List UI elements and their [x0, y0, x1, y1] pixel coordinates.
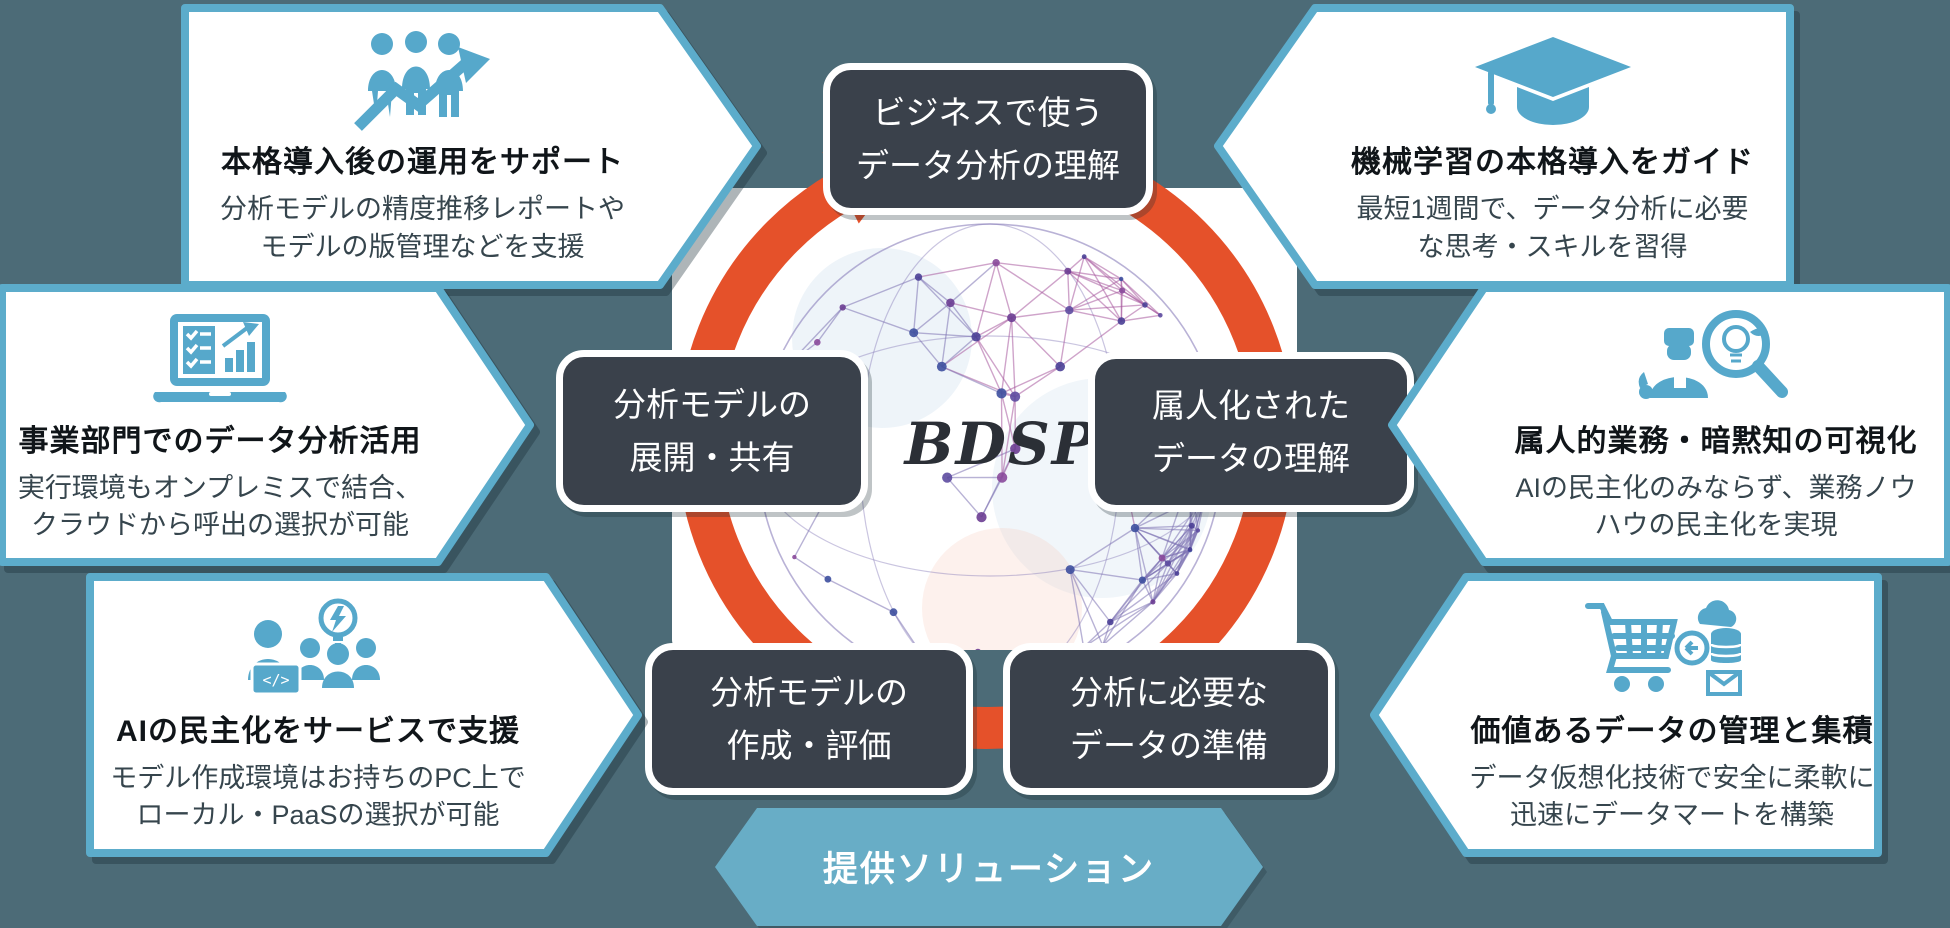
node-line: 属人化された	[1152, 386, 1350, 424]
callout-body: モデル作成環境はお持ちのPC上で ローカル・PaaSの選択が可能	[110, 762, 526, 830]
callout-shape	[1388, 284, 1950, 566]
callout-body: データ仮想化技術で安全に柔軟に 迅速にデータマートを構築	[1469, 762, 1875, 830]
callout-shape	[86, 573, 642, 857]
solutions-banner-label: 提供ソリューション	[822, 849, 1156, 889]
callout-ml-adoption-guide: 機械学習の本格導入をガイド 最短1週間で、データ分析に必要 な思考・スキルを習得	[1315, 8, 1790, 285]
callout-shape	[1370, 573, 1882, 857]
node-line: 分析モデルの	[710, 673, 908, 711]
svg-text:</>: </>	[262, 671, 289, 689]
node-line: データの理解	[1152, 440, 1350, 477]
callout-body: 分析モデルの精度推移レポートや モデルの版管理などを支援	[220, 194, 625, 262]
callout-title: 本格導入後の運用をサポート	[221, 146, 624, 180]
process-node-model-deployment: 分析モデルの 展開・共有	[556, 350, 868, 512]
node-line: 展開・共有	[629, 439, 795, 476]
callout-body: 実行環境もオンプレミスで結合、 クラウドから呼出の選択が可能	[17, 472, 423, 540]
process-node-data-preparation: 分析に必要な データの準備	[1003, 643, 1335, 795]
team-idea-icon: </>	[226, 596, 411, 700]
data-collection-icon	[1580, 596, 1765, 700]
callout-data-management-accumulation: 価値あるデータの管理と集積 データ仮想化技術で安全に柔軟に 迅速にデータマートを…	[1466, 577, 1878, 853]
callout-title: AIの民主化をサービスで支援	[116, 714, 520, 748]
node-line: 分析モデルの	[613, 385, 811, 423]
callout-tacit-knowledge-visualization: 属人的業務・暗黙知の可視化 AIの民主化のみならず、業務ノウ ハウの民主化を実現	[1484, 288, 1948, 562]
callout-title: 事業部門でのデータ分析活用	[18, 424, 422, 458]
solutions-banner-shape	[715, 808, 1263, 926]
graduation-cap-icon	[1465, 27, 1640, 131]
callout-body: 最短1週間で、データ分析に必要 な思考・スキルを習得	[1356, 194, 1749, 262]
callout-business-dept-analytics: 事業部門でのデータ分析活用 実行環境もオンプレミスで結合、 クラウドから呼出の選…	[2, 288, 438, 562]
node-line: データの準備	[1070, 727, 1268, 764]
process-node-model-creation: 分析モデルの 作成・評価	[645, 643, 973, 795]
callout-body: AIの民主化のみならず、業務ノウ ハウの民主化を実現	[1515, 472, 1917, 540]
bdsp-logo: BDSP	[904, 410, 1098, 478]
callout-title: 属人的業務・暗黙知の可視化	[1514, 424, 1918, 458]
callout-operation-support: 本格導入後の運用をサポート 分析モデルの精度推移レポートや モデルの版管理などを…	[185, 8, 660, 285]
callout-title: 価値あるデータの管理と集積	[1470, 714, 1874, 748]
callout-shape	[0, 284, 534, 566]
node-line: 作成・評価	[726, 727, 892, 764]
node-line: ビジネスで使う	[872, 93, 1104, 131]
magnifier-insight-icon	[1624, 306, 1809, 410]
node-line: 分析に必要な	[1070, 673, 1268, 711]
node-line: データ分析の理解	[856, 147, 1120, 184]
people-growth-icon	[330, 27, 515, 132]
process-node-data-understanding: 属人化された データの理解	[1088, 352, 1414, 512]
laptop-analytics-icon	[135, 306, 305, 410]
callout-ai-democratization-service: </> AIの民主化をサービスで支援 モデル作成環境はお持ちのPC上で ローカル…	[90, 577, 546, 853]
process-node-business-understanding: ビジネスで使う データ分析の理解	[823, 63, 1153, 215]
callout-title: 機械学習の本格導入をガイド	[1351, 146, 1754, 180]
